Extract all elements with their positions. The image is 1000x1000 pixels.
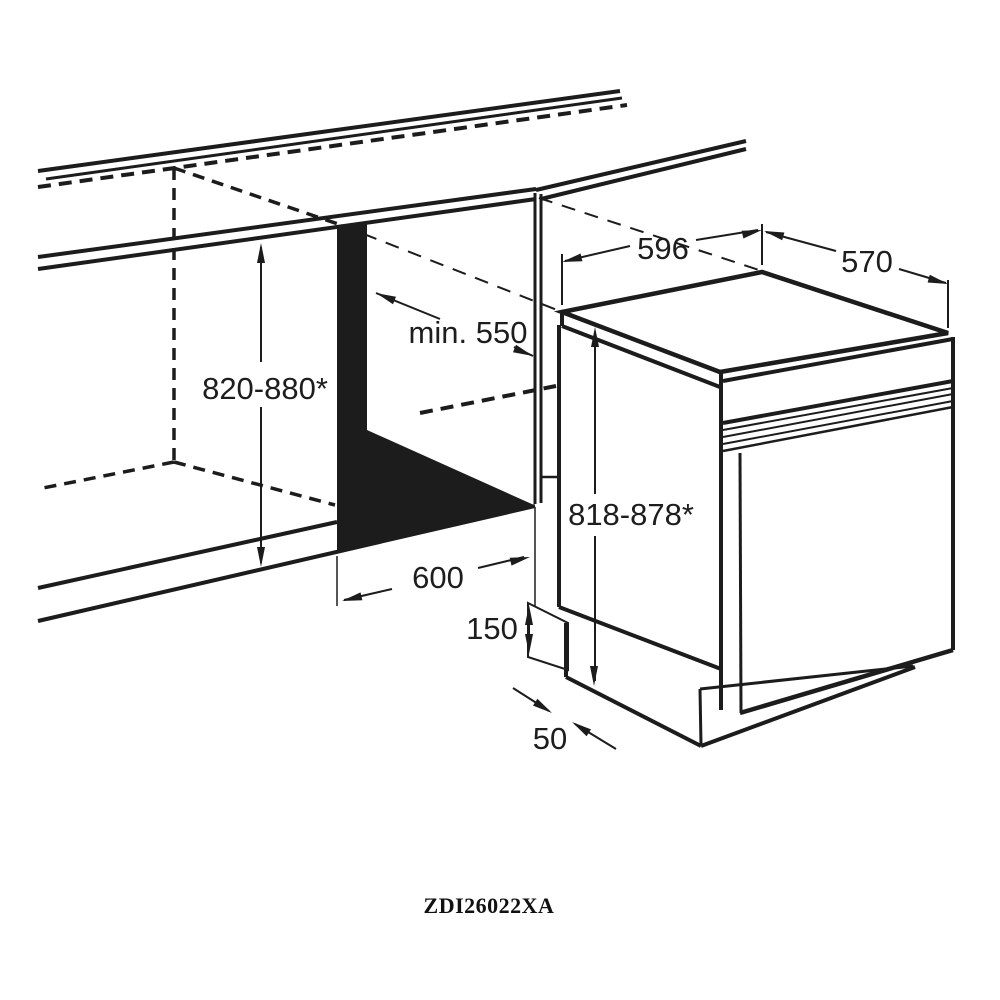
niche-cutout — [336, 193, 559, 606]
door-top-edge — [722, 405, 954, 453]
niche-height-label: 820-880* — [202, 371, 328, 406]
plinth-top-edge — [699, 664, 914, 691]
plinth-recess-panel — [527, 601, 569, 672]
appliance-depth-label: 570 — [841, 244, 893, 279]
plinth-toe-depth-label: 50 — [533, 721, 567, 756]
appliance-width-label: 596 — [637, 231, 689, 266]
niche-width-label: 600 — [412, 560, 464, 595]
door-bottom-edge — [739, 647, 954, 716]
dim-appliance-height: 818-878* — [568, 327, 694, 686]
dim-niche-height: 820-880* — [202, 243, 328, 567]
model-number: ZDI26022XA — [424, 893, 555, 918]
dim-plinth-toe-depth: 50 — [512, 687, 617, 756]
dim-plinth-height: 150 — [466, 605, 533, 654]
counter-right-section — [535, 139, 747, 201]
niche-side-panel-shadow — [337, 221, 534, 553]
control-panel-bottom — [722, 379, 954, 425]
cabinet-hidden-edges — [37, 166, 557, 507]
niche-depth-label: min. 550 — [409, 315, 528, 350]
floor-line — [565, 675, 702, 748]
dim-appliance-width: 596 — [561, 224, 763, 305]
hidden-wall-edge — [37, 103, 628, 189]
dim-niche-depth: min. 550 — [375, 292, 534, 357]
plinth-bottom-edge — [700, 665, 916, 748]
dim-niche-width: 600 — [342, 556, 530, 601]
appliance-height-label: 818-878* — [568, 497, 694, 532]
dishwasher-top-face — [553, 269, 949, 375]
counter-worktop — [37, 89, 628, 623]
projection-lines — [340, 197, 760, 311]
dim-appliance-depth: 570 — [764, 231, 949, 328]
plinth-height-label: 150 — [466, 611, 518, 646]
dishwasher-body — [553, 269, 955, 748]
